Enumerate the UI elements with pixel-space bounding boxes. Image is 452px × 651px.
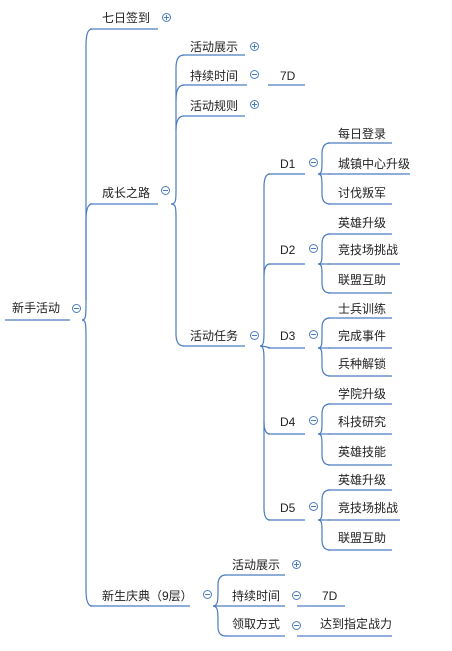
day-5-collapse-icon[interactable] — [309, 502, 318, 511]
node-cel-claim-value[interactable]: 达到指定战力 — [320, 617, 393, 631]
node-growth-duration[interactable]: 持续时间 — [190, 69, 239, 83]
node-growth-show[interactable]: 活动展示 — [190, 40, 239, 54]
growth-collapse-icon[interactable] — [161, 186, 170, 195]
growth-rules-expand-icon[interactable] — [250, 100, 259, 109]
task-d5-2[interactable]: 竞技场挑战 — [338, 501, 399, 515]
task-d3-1[interactable]: 士兵训练 — [338, 302, 387, 316]
task-d2-3[interactable]: 联盟互助 — [338, 273, 387, 287]
node-day-2[interactable]: D2 — [280, 243, 296, 257]
node-day-5[interactable]: D5 — [280, 501, 296, 515]
task-d3-3[interactable]: 兵种解锁 — [338, 357, 387, 371]
node-day-3[interactable]: D3 — [280, 329, 296, 343]
7day-expand-icon[interactable] — [162, 13, 171, 22]
day-1-collapse-icon[interactable] — [309, 158, 318, 167]
node-growth-tasks[interactable]: 活动任务 — [190, 329, 239, 343]
node-cel-show[interactable]: 活动展示 — [232, 558, 281, 572]
node-growth-duration-value[interactable]: 7D — [280, 69, 296, 83]
day-3-collapse-icon[interactable] — [309, 330, 318, 339]
task-d4-2[interactable]: 科技研究 — [338, 415, 387, 429]
growth-show-expand-icon[interactable] — [250, 42, 259, 51]
node-growth-path[interactable]: 成长之路 — [102, 186, 151, 200]
cel-claim-collapse-icon[interactable] — [292, 621, 301, 630]
node-celebration[interactable]: 新生庆典（9层） — [102, 589, 193, 603]
growth-duration-collapse-icon[interactable] — [250, 70, 259, 79]
node-cel-duration-value[interactable]: 7D — [322, 589, 338, 603]
celebration-collapse-icon[interactable] — [203, 590, 212, 599]
node-day-1[interactable]: D1 — [280, 157, 296, 171]
task-d5-1[interactable]: 英雄升级 — [338, 473, 387, 487]
day-4-collapse-icon[interactable] — [309, 416, 318, 425]
growth-tasks-collapse-icon[interactable] — [250, 331, 259, 340]
cel-duration-collapse-icon[interactable] — [292, 591, 301, 600]
cel-show-expand-icon[interactable] — [292, 560, 301, 569]
task-d4-1[interactable]: 学院升级 — [338, 387, 387, 401]
node-cel-claim[interactable]: 领取方式 — [232, 617, 281, 631]
task-d1-2[interactable]: 城镇中心升级 — [338, 157, 411, 171]
task-d1-1[interactable]: 每日登录 — [338, 127, 387, 141]
task-d4-3[interactable]: 英雄技能 — [338, 445, 387, 459]
day-2-collapse-icon[interactable] — [309, 244, 318, 253]
node-7day-signin[interactable]: 七日签到 — [102, 11, 151, 25]
root-node[interactable]: 新手活动 — [12, 301, 61, 315]
node-cel-duration[interactable]: 持续时间 — [232, 589, 281, 603]
task-d3-2[interactable]: 完成事件 — [338, 329, 387, 343]
root-collapse-icon[interactable] — [72, 304, 81, 313]
task-d2-2[interactable]: 竞技场挑战 — [338, 243, 399, 257]
task-d2-1[interactable]: 英雄升级 — [338, 216, 387, 230]
node-growth-rules[interactable]: 活动规则 — [190, 99, 239, 113]
task-d5-3[interactable]: 联盟互助 — [338, 531, 387, 545]
node-day-4[interactable]: D4 — [280, 415, 296, 429]
task-d1-3[interactable]: 讨伐叛军 — [338, 186, 387, 200]
